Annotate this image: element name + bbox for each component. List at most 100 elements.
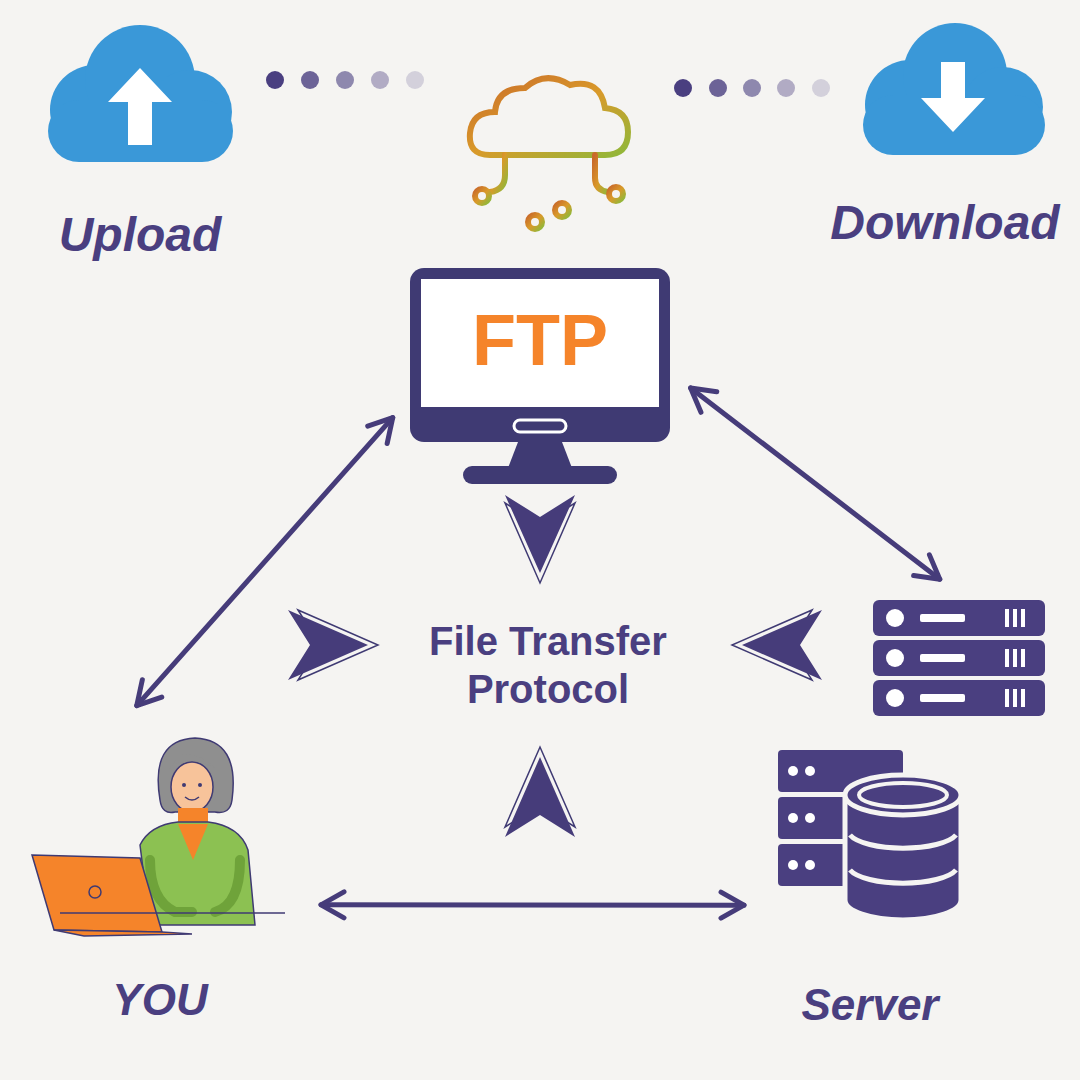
- server-rack-part-part: [1005, 689, 1009, 707]
- monitor-part: [514, 420, 566, 432]
- double-arrow: [691, 388, 940, 579]
- chevron-arrows-part: [742, 610, 822, 680]
- person-at-laptop: [32, 738, 285, 936]
- database-server-part: [788, 766, 815, 870]
- cloud-network-icon-part: [532, 155, 538, 214]
- database-server-part-part: [805, 813, 815, 823]
- monitor-box: FTP: [410, 268, 670, 485]
- server-rack-part-part: [1005, 609, 1009, 627]
- person-at-laptop-part: [60, 912, 285, 914]
- cloud-network-icon: [470, 78, 628, 229]
- chevron-arrows-part: [505, 495, 575, 573]
- person-at-laptop-part: [182, 783, 186, 787]
- chevron-arrows-part: [505, 757, 575, 837]
- database-server-part-part: [788, 813, 798, 823]
- person-at-laptop-part: [198, 783, 202, 787]
- user-box: YOU: [25, 725, 295, 1035]
- cloud-network-icon-part: [470, 78, 628, 155]
- dot-trail-part: [266, 71, 284, 89]
- server-rack-part: [873, 640, 1045, 676]
- person-at-laptop-part: [171, 762, 213, 812]
- person-at-laptop-part: [185, 797, 199, 800]
- dot-trail: [266, 71, 830, 97]
- center-label-box: File Transfer Protocol: [389, 605, 707, 725]
- server-rack-part-part: [1013, 609, 1017, 627]
- server-rack-part: [873, 680, 1045, 716]
- dot-trail-part: [743, 79, 761, 97]
- server-rack-part-part: [1021, 649, 1025, 667]
- server-rack-part-part: [1013, 649, 1017, 667]
- upload-label-box: Upload: [40, 20, 240, 270]
- person-at-laptop-part: [54, 930, 192, 936]
- dot-trail-part: [674, 79, 692, 97]
- node-label: Download: [830, 194, 1059, 252]
- server-rack-part-part: [920, 654, 965, 662]
- person-at-laptop-part: [150, 860, 192, 912]
- person-at-laptop-part: [89, 886, 101, 898]
- node-label: Upload: [59, 206, 222, 264]
- server-rack: [873, 600, 1045, 716]
- database-server-part-part: [788, 860, 798, 870]
- server-rack-part-part: [886, 649, 904, 667]
- dot-trail-part: [812, 79, 830, 97]
- monitor-part: [463, 466, 617, 484]
- dot-trail-part: [336, 71, 354, 89]
- dot-trail-part: [777, 79, 795, 97]
- server-rack-part-part: [886, 609, 904, 627]
- download-cloud-part: [921, 62, 985, 132]
- cloud-network-icon-part: [475, 189, 489, 203]
- cloud-network-icon-part: [528, 215, 542, 229]
- server-rack-part-part: [920, 614, 965, 622]
- upload-cloud-part: [108, 68, 172, 145]
- node-label: FTP: [472, 305, 608, 375]
- database-server-part-part: [788, 766, 798, 776]
- download-label-box: Download: [820, 20, 1070, 255]
- server-rack-part-part: [920, 694, 965, 702]
- person-at-laptop-part: [168, 755, 215, 770]
- upload-cloud: [48, 25, 233, 162]
- monitor: [410, 268, 670, 484]
- node-label: YOU: [112, 974, 207, 1027]
- person-at-laptop-part: [178, 824, 208, 860]
- database-server-part: [845, 775, 961, 815]
- server-rack-part-part: [1021, 689, 1025, 707]
- monitor-part: [421, 279, 659, 407]
- server-box: Server: [770, 595, 1050, 1040]
- database-server-part-part: [805, 766, 815, 776]
- node-label: File Transfer Protocol: [389, 617, 707, 713]
- monitor-part: [508, 442, 572, 468]
- cloud-network-icon-part: [490, 155, 505, 192]
- person-at-laptop-part: [32, 855, 162, 932]
- server-rack-part-part: [1013, 689, 1017, 707]
- database-server-part: [850, 835, 956, 848]
- chevron-arrows: [288, 495, 822, 837]
- server-rack-part-part: [1021, 609, 1025, 627]
- cloud-network-icon-part: [555, 203, 569, 217]
- chevron-arrows-part: [288, 610, 368, 680]
- double-arrow: [137, 418, 393, 706]
- database-server-part-part: [805, 860, 815, 870]
- node-label: Server: [770, 979, 970, 1032]
- database-server-part: [850, 870, 956, 883]
- double-arrow: [321, 902, 744, 907]
- person-at-laptop-part: [158, 738, 233, 813]
- server-rack-part: [873, 600, 1045, 636]
- database-server: [778, 750, 961, 920]
- cloud-network-icon-part: [559, 155, 565, 202]
- cloud-network-icon-part: [595, 155, 608, 192]
- database-server-part: [859, 783, 947, 807]
- dot-trail-part: [301, 71, 319, 89]
- monitor-part: [410, 268, 670, 442]
- person-at-laptop-part: [215, 860, 240, 912]
- server-rack-part: [886, 609, 1025, 707]
- server-rack-part-part: [886, 689, 904, 707]
- server-rack-part-part: [1005, 649, 1009, 667]
- dot-trail-part: [406, 71, 424, 89]
- dot-trail-part: [371, 71, 389, 89]
- cloud-network-icon-part: [609, 187, 623, 201]
- person-at-laptop-part: [140, 822, 255, 925]
- download-cloud: [863, 23, 1045, 155]
